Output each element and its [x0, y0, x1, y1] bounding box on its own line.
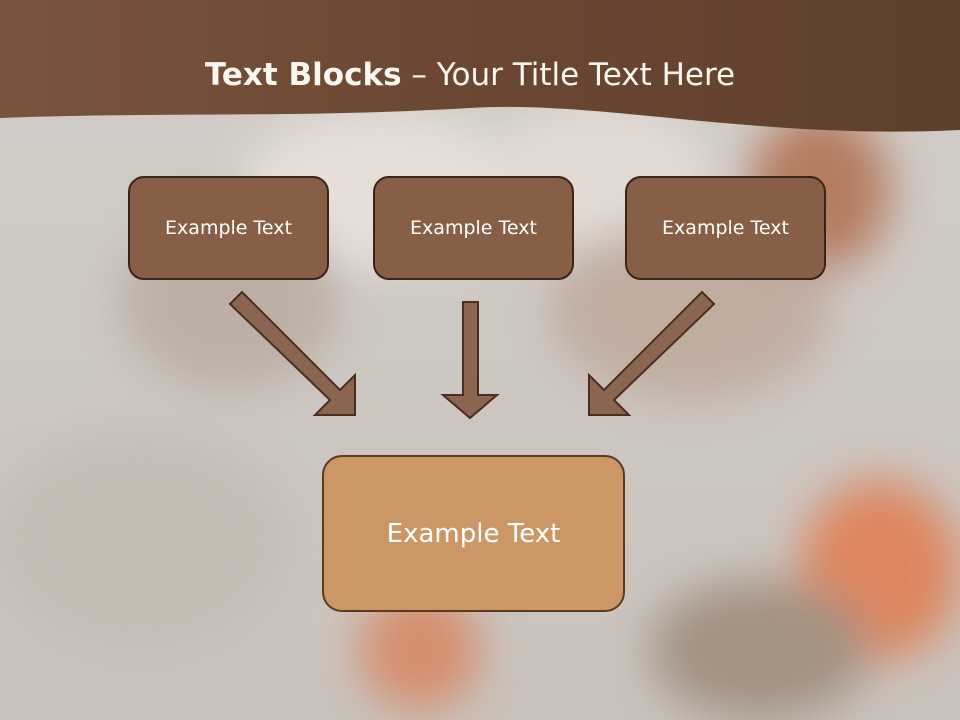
header-band	[0, 0, 960, 132]
arrow-left-diagonal	[228, 290, 356, 416]
arrow-right-diagonal	[588, 290, 716, 416]
text-block-1[interactable]: Example Text	[128, 176, 329, 280]
text-block-3-label: Example Text	[662, 217, 789, 239]
title-regular-part: Your Title Text Here	[436, 57, 736, 93]
arrow-center-down	[440, 301, 500, 420]
text-block-1-label: Example Text	[165, 217, 292, 239]
title-dash: –	[411, 57, 427, 93]
text-block-result[interactable]: Example Text	[322, 455, 625, 612]
text-block-2[interactable]: Example Text	[373, 176, 574, 280]
text-block-3[interactable]: Example Text	[625, 176, 826, 280]
page-title: Text Blocks – Your Title Text Here	[0, 54, 940, 96]
text-block-2-label: Example Text	[410, 217, 537, 239]
title-bold-part: Text Blocks	[204, 57, 402, 93]
text-block-result-label: Example Text	[386, 518, 561, 549]
